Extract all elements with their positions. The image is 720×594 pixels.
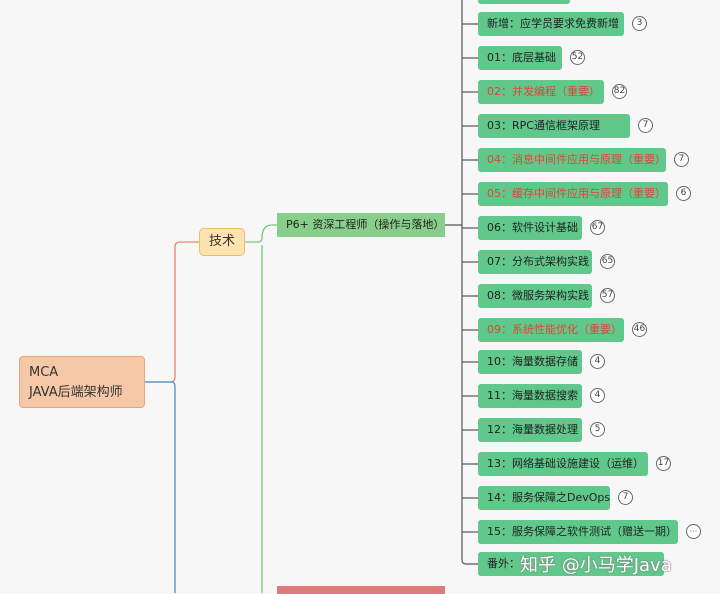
count-badge[interactable]: 52 bbox=[570, 50, 585, 65]
topic-node[interactable]: 09：系统性能优化（重要） bbox=[478, 318, 624, 342]
tech-node[interactable]: 技术 bbox=[199, 228, 245, 256]
topic-node[interactable]: 新增：应学员要求免费新增 bbox=[478, 12, 624, 36]
topic-node[interactable]: 番外： bbox=[478, 552, 664, 576]
root-line2: JAVA后端架构师 bbox=[29, 385, 123, 400]
topic-node[interactable]: 15：服务保障之软件测试（赠送一期） bbox=[478, 520, 678, 544]
count-badge[interactable]: 6 bbox=[676, 186, 691, 201]
topic-node[interactable]: 08：微服务架构实践 bbox=[478, 284, 592, 308]
count-badge[interactable]: 7 bbox=[638, 118, 653, 133]
count-badge[interactable]: 46 bbox=[632, 322, 647, 337]
topic-node[interactable]: 12：海量数据处理 bbox=[478, 418, 582, 442]
count-badge[interactable]: 65 bbox=[600, 254, 615, 269]
watermark: 知乎 @小马学Java bbox=[520, 555, 672, 576]
topic-node[interactable]: 06：软件设计基础 bbox=[478, 216, 582, 240]
next-branch-node[interactable] bbox=[277, 586, 445, 594]
root-line1: MCA bbox=[29, 365, 59, 380]
topic-node[interactable]: 03：RPC通信框架原理 bbox=[478, 114, 630, 138]
topic-node[interactable]: 01：底层基础 bbox=[478, 46, 562, 70]
partial-topic-node[interactable] bbox=[478, 0, 570, 4]
topic-node[interactable]: 13：网络基础设施建设（运维） bbox=[478, 452, 648, 476]
p6-node[interactable]: P6+ 资深工程师（操作与落地） bbox=[277, 213, 445, 237]
topic-node[interactable]: 07：分布式架构实践 bbox=[478, 250, 592, 274]
topic-node[interactable]: 10：海量数据存储 bbox=[478, 350, 582, 374]
topic-node[interactable]: 02：并发编程（重要） bbox=[478, 80, 604, 104]
count-badge[interactable]: 3 bbox=[632, 16, 647, 31]
count-badge[interactable]: 82 bbox=[612, 84, 627, 99]
count-badge[interactable]: 57 bbox=[600, 288, 615, 303]
count-badge[interactable]: 17 bbox=[656, 456, 671, 471]
count-badge[interactable]: 7 bbox=[674, 152, 689, 167]
topic-node[interactable]: 05：缓存中间件应用与原理（重要） bbox=[478, 182, 668, 206]
topic-node[interactable]: 11：海量数据搜索 bbox=[478, 384, 582, 408]
topic-node[interactable]: 04：消息中间件应用与原理（重要） bbox=[478, 148, 666, 172]
topic-node[interactable]: 14：服务保障之DevOps bbox=[478, 486, 610, 510]
count-badge[interactable]: 67 bbox=[590, 220, 605, 235]
root-node[interactable]: MCA JAVA后端架构师 bbox=[19, 356, 145, 408]
count-badge[interactable]: 4 bbox=[590, 354, 605, 369]
count-badge[interactable]: 7 bbox=[618, 490, 633, 505]
more-icon[interactable]: ··· bbox=[686, 524, 701, 539]
count-badge[interactable]: 5 bbox=[590, 422, 605, 437]
count-badge[interactable]: 4 bbox=[590, 388, 605, 403]
